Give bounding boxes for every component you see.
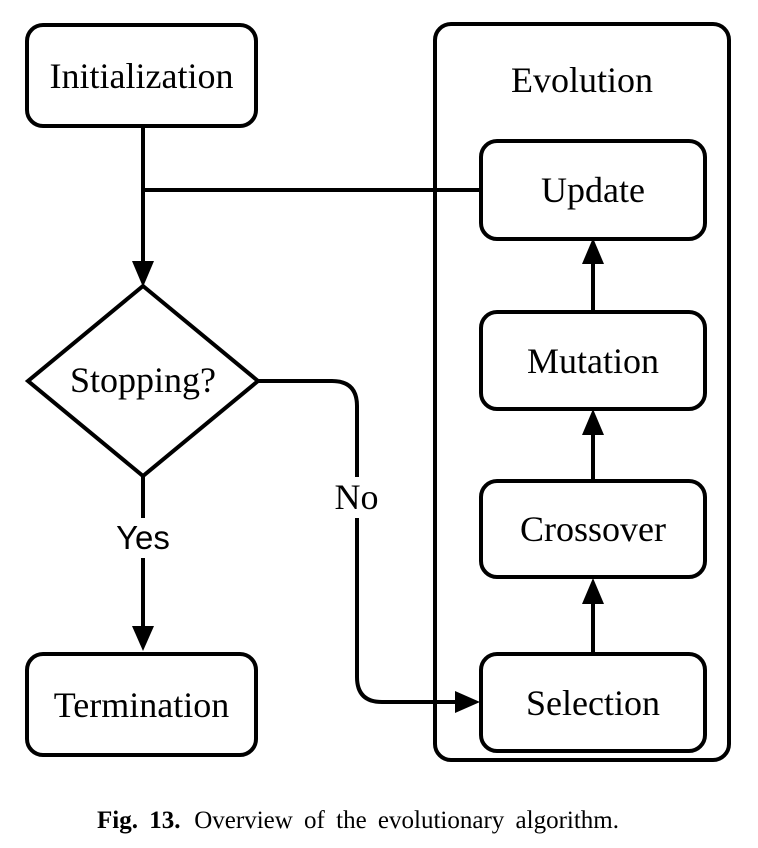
arrowhead-into-termination [132, 626, 154, 651]
figure-caption-text: Overview of the evolutionary algorithm. [194, 807, 619, 834]
stopping-decision-label: Stopping? [69, 360, 216, 400]
termination-node-label: Termination [53, 684, 230, 725]
initialization-node: Initialization [25, 23, 258, 128]
selection-node-label: Selection [526, 682, 660, 723]
selection-node: Selection [479, 652, 707, 753]
termination-node: Termination [25, 652, 258, 757]
update-node: Update [479, 139, 707, 241]
evolution-group-title: Evolution [511, 60, 653, 100]
evolution-group-container: Evolution [433, 22, 731, 762]
edge-label-yes: Yes [111, 518, 175, 558]
stopping-diamond [24, 283, 262, 479]
mutation-node: Mutation [479, 310, 707, 411]
arrowhead-into-selection [455, 691, 480, 713]
crossover-node-label: Crossover [520, 509, 666, 549]
initialization-node-label: Initialization [49, 55, 234, 96]
arrowhead-into-update [582, 238, 604, 264]
edge-label-no: No [328, 477, 385, 518]
figure-caption-number: Fig. 13. [97, 807, 181, 834]
crossover-node: Crossover [479, 479, 707, 579]
arrowhead-into-mutation [582, 409, 604, 435]
arrowhead-into-stopping [132, 261, 154, 287]
edge-stopping-no-to-selection [254, 379, 457, 704]
update-node-label: Update [541, 170, 645, 210]
arrowhead-into-crossover [582, 578, 604, 604]
mutation-node-label: Mutation [527, 340, 659, 381]
figure-caption: Fig. 13. Overview of the evolutionary alg… [0, 805, 716, 838]
